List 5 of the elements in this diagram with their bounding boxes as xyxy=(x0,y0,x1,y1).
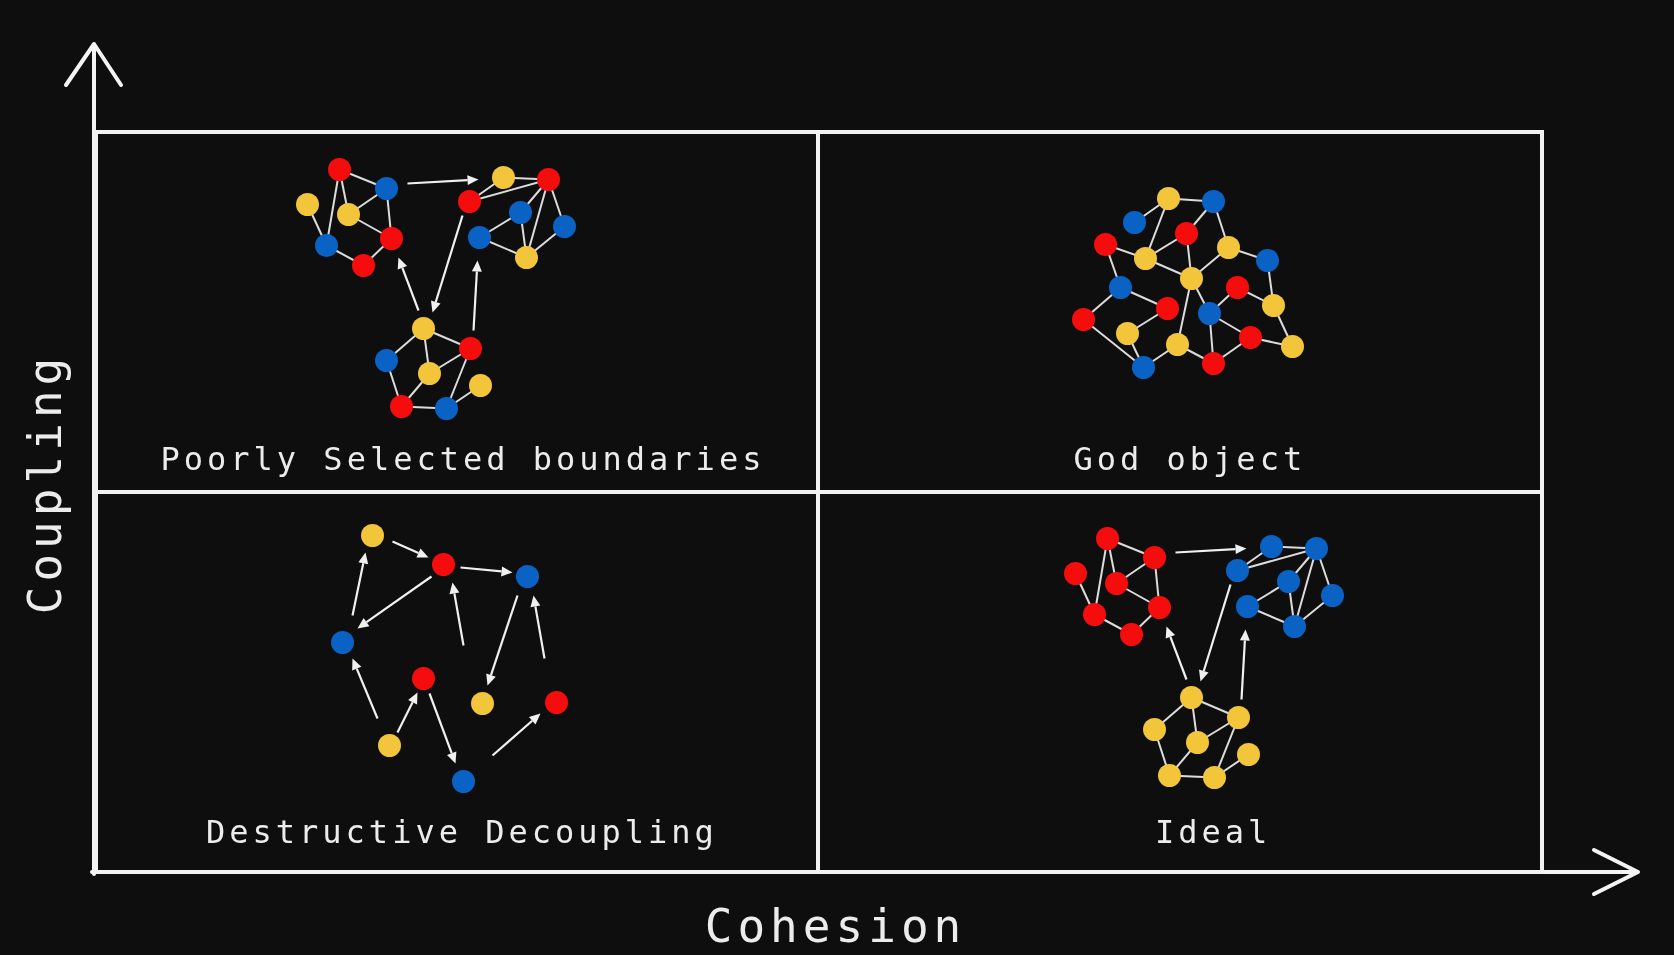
axis-title: Cohesion xyxy=(703,903,967,949)
quadrant-title: God object xyxy=(1072,443,1307,475)
quadrant-title: Poorly Selected boundaries xyxy=(159,443,766,475)
quadrant-title: Destructive Decoupling xyxy=(205,816,718,848)
quadrant-title: Ideal xyxy=(1154,816,1272,848)
